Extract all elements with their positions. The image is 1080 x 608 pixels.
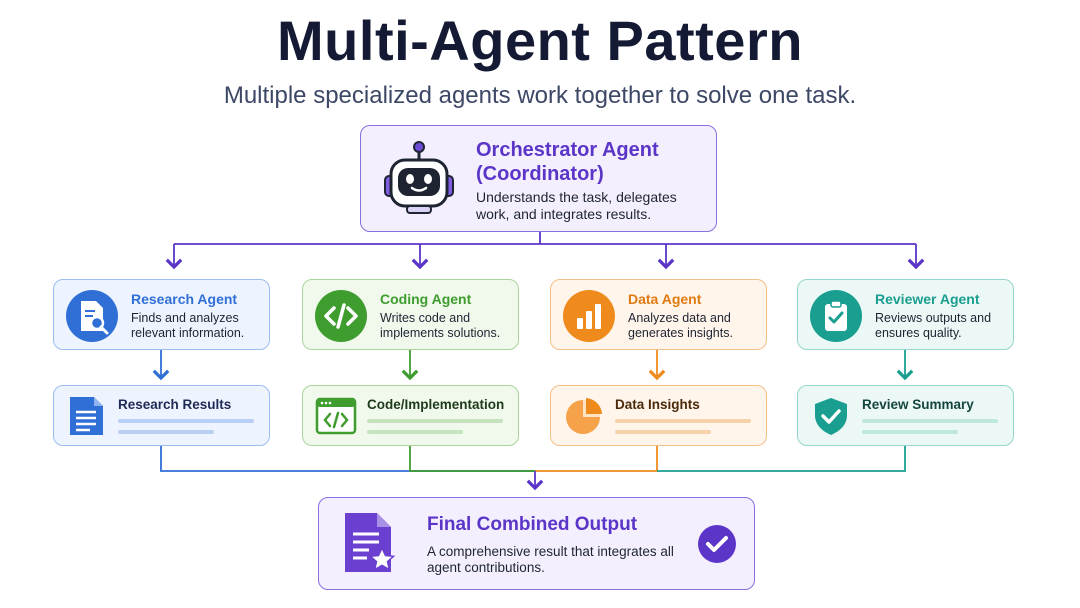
research-agent-card: Research Agent Finds and analyzes releva… [53,279,270,350]
reviewer-agent-card: Reviewer Agent Reviews outputs and ensur… [797,279,1014,350]
result-label: Code/Implementation [367,397,505,412]
placeholder-line [862,430,958,434]
placeholder-line [118,419,254,423]
orchestrator-description: Understands the task, delegates work, an… [476,189,677,222]
robot-icon [384,141,454,214]
pie-chart-icon [566,398,602,434]
document-search-icon [66,290,118,342]
orchestrator-card: Orchestrator Agent (Coordinator) Underst… [360,125,717,232]
placeholder-line [367,430,463,434]
review-summary-card: Review Summary [797,385,1014,446]
orchestrator-title: Orchestrator Agent (Coordinator) [476,139,659,185]
placeholder-line [615,430,711,434]
final-description: A comprehensive result that integrates a… [427,544,674,575]
code-window-icon [315,397,357,435]
agent-name: Coding Agent [380,291,472,307]
document-star-icon [345,513,396,572]
data-agent-card: Data Agent Analyzes data and generates i… [550,279,767,350]
page-title: Multi-Agent Pattern [277,9,803,72]
placeholder-line [615,419,751,423]
clipboard-check-icon [810,290,862,342]
document-icon [70,397,103,435]
agent-name: Data Agent [628,291,702,307]
placeholder-line [367,419,503,423]
code-icon [315,290,367,342]
result-label: Research Results [118,397,232,412]
result-label: Data Insights [615,397,700,412]
check-circle-icon [698,525,736,563]
shield-check-icon [815,398,847,435]
bar-chart-icon [563,290,615,342]
agent-description: Writes code and implements solutions. [380,311,501,340]
final-title: Final Combined Output [427,514,638,535]
final-output-card: Final Combined Output A comprehensive re… [318,497,755,590]
placeholder-line [118,430,214,434]
agent-name: Research Agent [131,291,238,307]
placeholder-line [862,419,998,423]
agent-description: Reviews outputs and ensures quality. [875,311,992,340]
code-implementation-card: Code/Implementation [302,385,519,446]
data-insights-card: Data Insights [550,385,767,446]
research-results-card: Research Results [53,385,270,446]
result-label: Review Summary [862,397,974,412]
agent-name: Reviewer Agent [875,291,980,307]
agent-description: Finds and analyzes relevant information. [131,311,245,340]
agent-description: Analyzes data and generates insights. [628,311,733,340]
page-subtitle: Multiple specialized agents work togethe… [223,82,857,109]
coding-agent-card: Coding Agent Writes code and implements … [302,279,519,350]
